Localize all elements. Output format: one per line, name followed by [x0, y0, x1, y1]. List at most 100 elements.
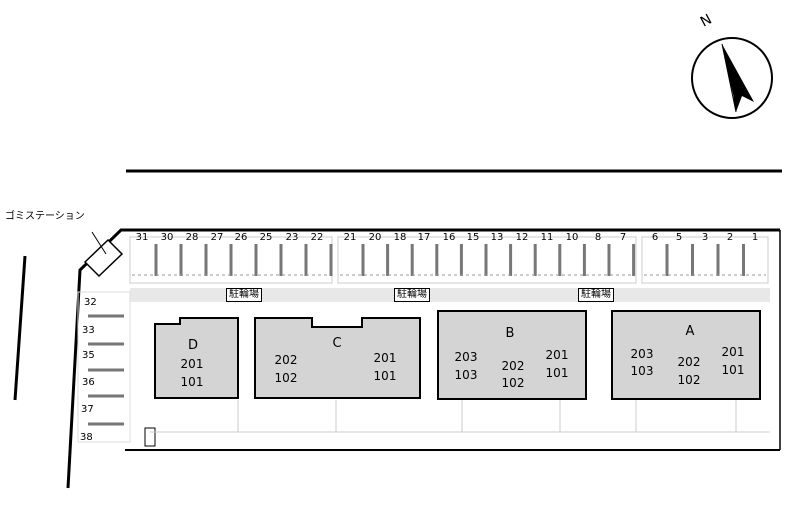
slot-number: 36	[82, 377, 95, 388]
stall-divider	[558, 244, 562, 276]
stall-divider	[88, 422, 124, 426]
left-parking-strip	[77, 291, 131, 443]
stall-divider	[361, 244, 365, 276]
room-number: 103	[630, 364, 654, 378]
room-number: 203	[454, 350, 478, 364]
slot-number: 20	[368, 232, 382, 243]
slot-number: 30	[160, 232, 174, 243]
slot-number: 31	[135, 232, 149, 243]
slot-number: 6	[651, 232, 659, 243]
room-number: 201	[545, 348, 569, 362]
room-number: 203	[630, 347, 654, 361]
stall-divider	[386, 244, 390, 276]
bike-parking-label-1: 駐輪場	[226, 288, 262, 302]
slot-number: 7	[619, 232, 627, 243]
bike-parking-label-2: 駐輪場	[394, 288, 430, 302]
room-number: 101	[721, 363, 745, 377]
parking-block-mid	[337, 236, 637, 284]
slot-number: 35	[82, 350, 95, 361]
room-number: 103	[454, 368, 478, 382]
slot-number: 22	[310, 232, 324, 243]
room-number: 202	[274, 353, 298, 367]
bike-parking-label-3: 駐輪場	[578, 288, 614, 302]
stall-divider	[484, 244, 488, 276]
stall-divider	[509, 244, 513, 276]
slot-number: 13	[490, 232, 504, 243]
building-a-label: A	[685, 324, 695, 339]
stall-divider	[533, 244, 537, 276]
slot-number: 16	[442, 232, 456, 243]
room-number: 102	[677, 373, 701, 387]
building-b-label: B	[505, 326, 515, 341]
slot-number: 27	[210, 232, 224, 243]
building-a	[611, 310, 761, 400]
slot-number: 33	[82, 325, 95, 336]
stall-divider	[279, 244, 283, 276]
room-number: 202	[501, 359, 525, 373]
slot-number: 25	[259, 232, 273, 243]
stall-divider	[88, 342, 124, 346]
stall-divider	[632, 244, 636, 276]
parking-block-right	[641, 236, 769, 284]
stall-divider	[88, 368, 124, 372]
slot-number: 10	[565, 232, 579, 243]
slot-number: 38	[80, 432, 93, 443]
slot-number: 12	[515, 232, 529, 243]
stall-divider	[329, 244, 333, 276]
building-d-label: D	[187, 338, 198, 353]
slot-number: 26	[234, 232, 248, 243]
meter-box	[144, 427, 156, 447]
parking-stall-bars	[132, 244, 766, 276]
room-number: 101	[180, 375, 204, 389]
building-c-label: C	[332, 336, 342, 351]
room-number: 102	[274, 371, 298, 385]
room-number: 102	[501, 376, 525, 390]
stall-divider	[304, 244, 308, 276]
stall-divider	[435, 244, 439, 276]
building-b	[437, 310, 587, 400]
gomi-station-label: ゴミステーション	[5, 211, 85, 222]
stall-divider	[88, 394, 124, 398]
stall-divider	[459, 244, 463, 276]
slot-number: 2	[726, 232, 734, 243]
slot-number: 8	[594, 232, 602, 243]
room-number: 201	[721, 345, 745, 359]
building-c	[254, 317, 421, 399]
gomi-station-icon	[83, 231, 124, 278]
stall-divider	[410, 244, 414, 276]
room-number: 101	[545, 366, 569, 380]
stall-divider	[691, 244, 694, 276]
stall-divider	[582, 244, 586, 276]
building-d	[154, 317, 239, 399]
room-number: 101	[373, 369, 397, 383]
road-line-left	[13, 255, 27, 401]
stall-divider	[665, 244, 669, 276]
slot-number: 32	[84, 297, 97, 308]
room-number: 201	[180, 357, 204, 371]
slot-number: 11	[540, 232, 554, 243]
room-number: 202	[677, 355, 701, 369]
stall-divider	[607, 244, 611, 276]
room-number: 201	[373, 351, 397, 365]
slot-number: 21	[343, 232, 357, 243]
stall-divider	[254, 244, 258, 276]
slot-number: 15	[466, 232, 480, 243]
stall-divider	[204, 244, 208, 276]
slot-number: 37	[81, 404, 94, 415]
slot-number: 18	[393, 232, 407, 243]
stall-divider	[716, 244, 720, 276]
slot-number: 1	[751, 232, 759, 243]
left-stall-bars	[88, 314, 124, 426]
stall-divider	[742, 244, 745, 276]
slot-number: 23	[285, 232, 299, 243]
slot-number: 3	[701, 232, 709, 243]
compass-icon	[691, 37, 773, 119]
slot-number: 28	[185, 232, 199, 243]
stall-divider	[179, 244, 183, 276]
stall-divider	[154, 244, 158, 276]
stall-divider	[229, 244, 233, 276]
slot-number: 5	[675, 232, 683, 243]
slot-number: 17	[417, 232, 431, 243]
stall-divider	[88, 314, 124, 318]
